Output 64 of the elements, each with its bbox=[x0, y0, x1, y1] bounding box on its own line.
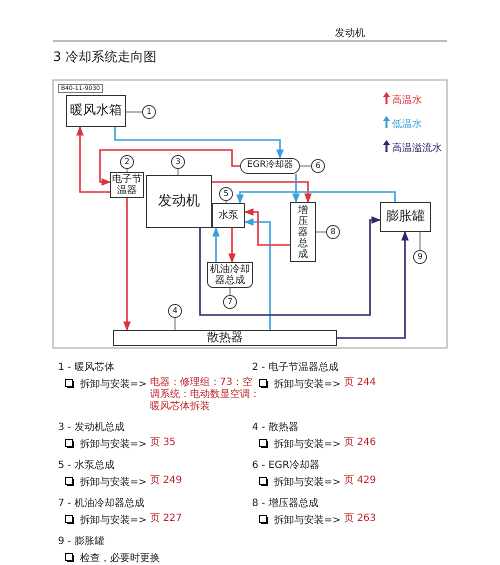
instruction-text: 拆卸与安装=> bbox=[274, 514, 341, 527]
turbocharger-box: 增压器总成 bbox=[290, 202, 316, 262]
expansion-tank-box: 膨胀罐 bbox=[380, 202, 431, 232]
item-heading: 9 - 膨胀罐 bbox=[58, 534, 104, 548]
page-link: 电器：修理组：73：空调系统：电动数显空调：暖风芯体拆装 bbox=[150, 377, 261, 413]
coolant-pipe-arrow bbox=[292, 174, 300, 203]
coolant-pipe-arrow bbox=[212, 181, 312, 203]
callout-number: 6 bbox=[311, 159, 325, 173]
section-title: 3 冷却系统走向图 bbox=[53, 49, 156, 66]
header-text: 发动机 bbox=[335, 26, 365, 40]
radiator-box: 散热器 bbox=[113, 330, 337, 346]
coolant-pipe-arrow bbox=[123, 198, 131, 331]
item-heading: 7 - 机油冷却器总成 bbox=[58, 496, 144, 510]
engine-box: 发动机 bbox=[146, 175, 212, 228]
page-link: 页 263 bbox=[344, 513, 376, 525]
callout-number: 3 bbox=[171, 155, 185, 169]
coolant-pipe-arrow bbox=[114, 127, 284, 159]
coolant-pipe-arrow bbox=[244, 218, 271, 330]
coolant-pipe-arrow bbox=[228, 228, 236, 263]
egr-cooler-capsule: EGR冷却器 bbox=[240, 158, 300, 174]
coolant-pipe-arrow bbox=[76, 126, 110, 193]
callout-number: 5 bbox=[219, 187, 233, 201]
coolant-pipe-arrow bbox=[236, 191, 396, 204]
page-link: 页 227 bbox=[150, 513, 182, 525]
callout-number: 7 bbox=[223, 295, 237, 309]
page-link: 页 246 bbox=[344, 437, 376, 449]
callout-number: 4 bbox=[168, 304, 182, 318]
heater-core-box: 暖风水箱 bbox=[66, 95, 126, 127]
instruction-text: 拆卸与安装=> bbox=[274, 438, 341, 451]
instruction-text: 拆卸与安装=> bbox=[80, 476, 147, 489]
item-heading: 3 - 发动机总成 bbox=[58, 420, 124, 434]
page-link: 页 244 bbox=[344, 377, 376, 389]
coolant-pipe-arrow bbox=[212, 227, 220, 262]
instruction-text: 拆卸与安装=> bbox=[80, 438, 147, 451]
oil-cooler-box: 机油冷却器总成 bbox=[207, 262, 253, 288]
instruction-text: 拆卸与安装=> bbox=[274, 476, 341, 489]
callout-number: 9 bbox=[413, 250, 427, 264]
callout-number: 1 bbox=[142, 105, 156, 119]
coolant-pipe-arrow bbox=[199, 216, 381, 316]
instruction-text: 拆卸与安装=> bbox=[80, 514, 147, 527]
leader-line bbox=[126, 168, 128, 172]
item-heading: 4 - 散热器 bbox=[252, 421, 298, 434]
item-heading: 8 - 增压器总成 bbox=[252, 496, 318, 510]
coolant-pipe-arrow bbox=[244, 208, 290, 246]
thermostat-box: 电子节温器 bbox=[110, 172, 144, 198]
instruction-text: 检查，必要时更换 bbox=[80, 552, 160, 565]
legend-text: 低温水 bbox=[392, 118, 422, 131]
callout-number: 2 bbox=[120, 155, 134, 169]
leader-line bbox=[174, 318, 176, 330]
legend-text: 高温溢流水 bbox=[392, 142, 442, 155]
instruction-text: 拆卸与安装=> bbox=[80, 378, 147, 391]
water-pump-box: 水泵 bbox=[212, 203, 245, 228]
page-link: 页 249 bbox=[150, 475, 182, 487]
legend-text: 高温水 bbox=[392, 94, 422, 107]
item-heading: 5 - 水泵总成 bbox=[58, 458, 114, 472]
callout-number: 8 bbox=[326, 225, 340, 239]
instruction-text: 拆卸与安装=> bbox=[274, 378, 341, 391]
item-heading: 2 - 电子节温器总成 bbox=[252, 360, 338, 374]
coolant-pipe-arrow bbox=[99, 149, 240, 186]
coolant-pipe-arrow bbox=[337, 231, 409, 339]
item-heading: 1 - 暖风芯体 bbox=[58, 360, 114, 374]
page-link: 页 429 bbox=[344, 475, 376, 487]
item-heading: 6 - EGR冷却器 bbox=[252, 458, 320, 472]
page-link: 页 35 bbox=[150, 437, 176, 449]
